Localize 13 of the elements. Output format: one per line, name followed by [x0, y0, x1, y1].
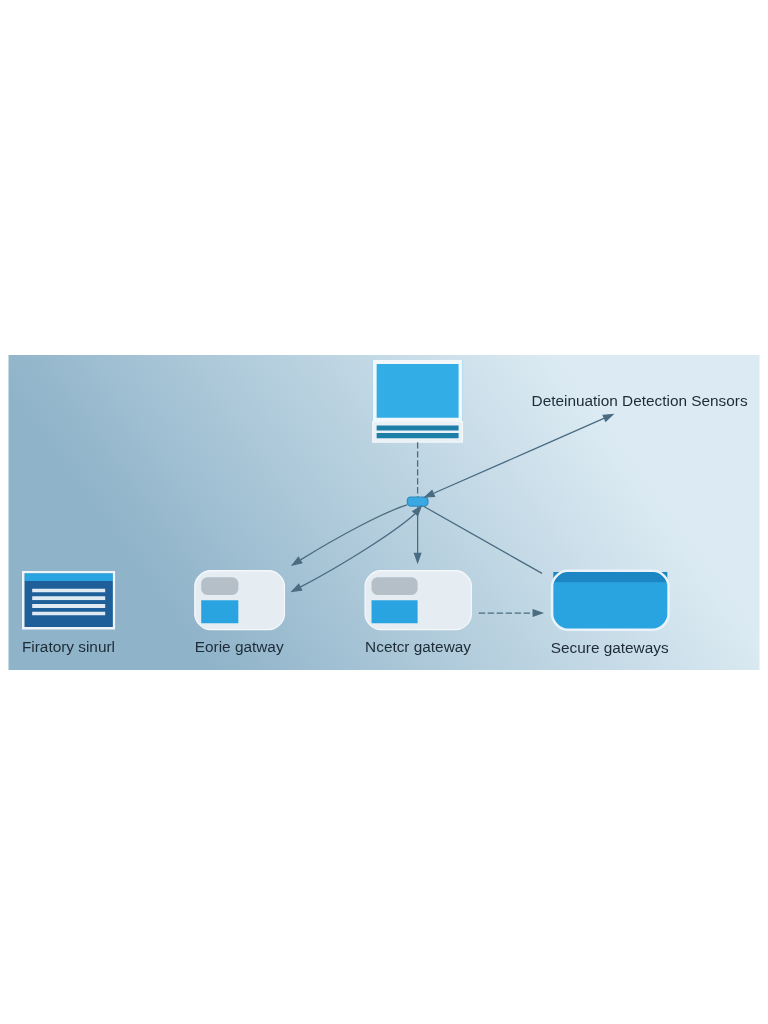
- arrow: [478, 608, 545, 617]
- node-label: Eorie gatway: [194, 637, 284, 655]
- node-label: Firatory sinurl: [21, 637, 115, 655]
- arrow: [290, 504, 423, 592]
- node-label: Ncetcr gateway: [365, 637, 471, 655]
- arrow: [423, 413, 615, 498]
- connector: [422, 505, 543, 574]
- connector: [416, 441, 419, 497]
- arrow: [413, 505, 422, 564]
- arrow: [290, 503, 408, 566]
- node-text: Deteinuation Detection Sensors: [531, 391, 748, 409]
- node-label: Secure gateways: [550, 638, 669, 656]
- node-box: [406, 496, 429, 507]
